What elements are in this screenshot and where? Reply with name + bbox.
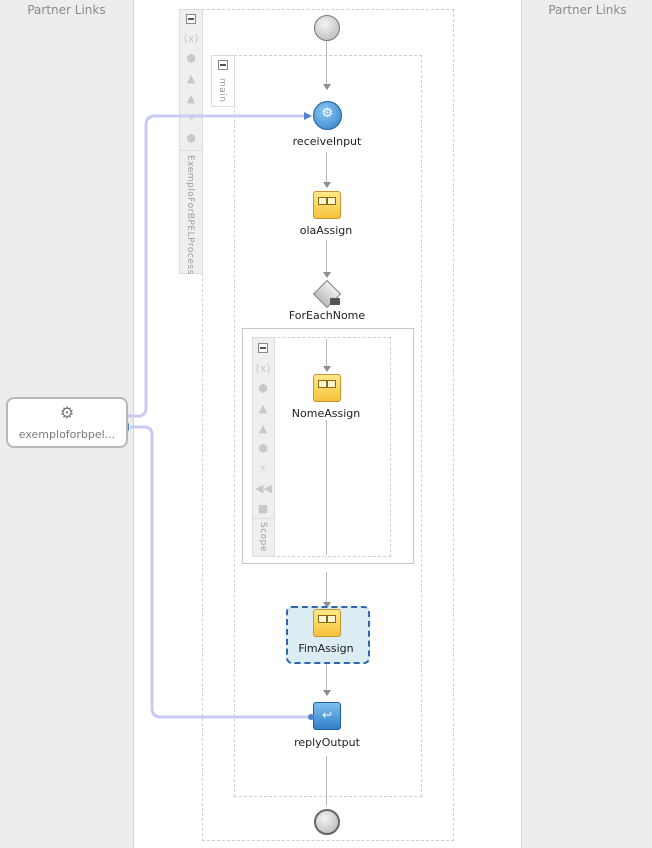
reply-arrow-icon: ↩: [321, 708, 333, 722]
event-icon[interactable]: ⚡: [259, 462, 267, 475]
correlation-icon[interactable]: ⬢: [258, 382, 268, 395]
assign-icon[interactable]: [313, 609, 341, 637]
compensation-icon[interactable]: ⬢: [186, 132, 196, 145]
scope-label: Scope: [258, 522, 268, 552]
foreach-badge: [330, 298, 340, 305]
flow-arrow: [323, 272, 331, 278]
variables-icon[interactable]: (x): [255, 362, 271, 375]
event-icon[interactable]: ⚡: [187, 112, 195, 125]
main-label: main: [217, 78, 227, 103]
process-toolbar: (x) ⬢ ▲ ▲ ⚡ ⬢ ExemploForBPELProcess: [179, 9, 203, 275]
flow-arrow: [323, 690, 331, 696]
reply-output-label[interactable]: replyOutput: [294, 736, 360, 749]
partner-links-right-title: Partner Links: [548, 3, 627, 17]
flow-line: [326, 420, 327, 555]
collapse-process-button[interactable]: [186, 14, 196, 24]
partner-links-left-title: Partner Links: [27, 3, 106, 17]
collapse-main-button[interactable]: [218, 60, 228, 70]
receive-input-label[interactable]: receiveInput: [292, 135, 362, 148]
nome-assign-label[interactable]: NomeAssign: [291, 407, 361, 420]
flow-arrow: [323, 366, 331, 372]
main-toolbar: main: [211, 55, 235, 107]
terminate-icon[interactable]: ■: [257, 502, 269, 515]
partner-link-service[interactable]: ⚙ exemploforbpel...: [6, 397, 128, 448]
flow-line: [326, 572, 327, 602]
assign-icon[interactable]: [313, 191, 341, 219]
collapse-scope-button[interactable]: [258, 343, 268, 353]
flow-line: [326, 40, 327, 84]
flow-arrow: [323, 182, 331, 188]
rewind-icon[interactable]: ◀◀: [255, 482, 272, 495]
process-container: [202, 9, 454, 841]
ola-assign-label[interactable]: olaAssign: [299, 224, 353, 237]
flow-arrow: [323, 602, 331, 608]
fault-icon[interactable]: ▲: [186, 92, 196, 105]
flow-line: [326, 756, 327, 806]
correlation-icon[interactable]: ⬢: [186, 52, 196, 65]
warning-icon[interactable]: ▲: [186, 72, 196, 85]
flow-line: [326, 240, 327, 272]
flow-line: [326, 152, 327, 182]
gear-icon: ⚙: [321, 106, 334, 121]
partner-link-label: exemploforbpel...: [18, 428, 116, 441]
flow-arrow: [323, 84, 331, 90]
start-node[interactable]: [314, 15, 340, 41]
reply-output-icon[interactable]: ↩: [313, 702, 341, 730]
flow-line: [326, 663, 327, 690]
process-name-label: ExemploForBPELProcess: [185, 155, 195, 275]
receive-input-icon[interactable]: ⚙: [313, 101, 342, 130]
foreach-label[interactable]: ForEachNome: [288, 309, 366, 322]
partner-links-right-lane: Partner Links: [521, 0, 652, 848]
variables-icon[interactable]: (x): [183, 32, 199, 45]
assign-icon[interactable]: [313, 374, 341, 402]
fault-icon[interactable]: ▲: [258, 422, 268, 435]
flow-line: [326, 339, 327, 366]
end-node[interactable]: [314, 809, 340, 835]
compensation-icon[interactable]: ⬢: [258, 442, 268, 455]
fim-assign-label[interactable]: FimAssign: [298, 642, 354, 655]
gear-service-icon: ⚙: [59, 403, 75, 422]
scope-toolbar: (x) ⬢ ▲ ▲ ⬢ ⚡ ◀◀ ■ Scope: [252, 337, 275, 557]
